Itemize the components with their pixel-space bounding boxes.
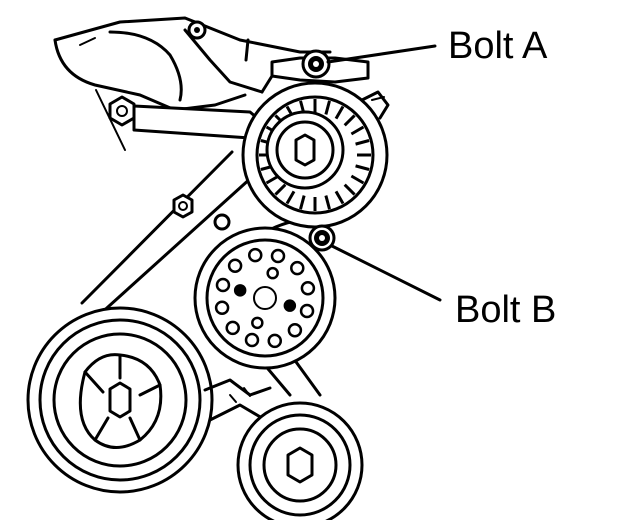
alternator-fin: [324, 100, 331, 115]
alternator-fins: [259, 99, 371, 211]
bolt-b-label: Bolt B: [455, 289, 556, 331]
alternator-fin: [334, 105, 345, 120]
mid-nut: [172, 193, 194, 219]
bolt-b-leader: [330, 244, 442, 302]
pulley-holes: [214, 247, 316, 349]
pulley-hole: [270, 248, 286, 264]
pulley-hole: [227, 258, 243, 273]
pulley-hole: [299, 303, 315, 319]
alternator-fin: [350, 174, 365, 185]
alternator-fin: [343, 183, 356, 196]
alternator-fin: [285, 190, 296, 205]
alternator-fin: [299, 195, 306, 210]
bolt-b-marker: [308, 224, 336, 252]
alternator-fin: [343, 114, 356, 127]
engine-bracket: [53, 16, 332, 151]
pump-pulley: [193, 226, 337, 370]
alternator-fin: [350, 125, 365, 136]
small-nut-2: [213, 213, 231, 231]
pulley-hole: [300, 280, 316, 296]
engine-block: [203, 378, 272, 422]
pulley-hole: [283, 299, 297, 312]
pulley-hole: [266, 266, 279, 280]
pulley-hole: [225, 320, 240, 336]
lower-pulley: [236, 401, 364, 520]
pulley-hole: [233, 284, 247, 297]
pulley-hole: [214, 300, 230, 316]
alternator: [241, 81, 390, 229]
top-bracket-nut: [187, 20, 207, 40]
bolt-a-marker: [301, 49, 331, 79]
alternator-fin: [324, 195, 331, 210]
pulley-hole: [290, 260, 305, 276]
alternator-fin: [274, 183, 287, 196]
pulley-hole: [247, 247, 263, 263]
alternator-fin: [334, 190, 345, 205]
pulley-hole: [215, 277, 231, 293]
pulley-hole: [267, 333, 283, 349]
link-arm: [132, 104, 264, 140]
alternator-fin: [355, 139, 370, 146]
alternator-fin: [355, 164, 370, 171]
pulley-hole: [244, 332, 260, 348]
bolt-a-label: Bolt A: [448, 25, 548, 67]
pulley-hole: [251, 316, 264, 330]
crank-pulley: [26, 306, 214, 494]
pulley-hole: [287, 323, 303, 338]
left-pivot-bolt: [108, 95, 136, 127]
bolt-a-leader: [326, 44, 437, 64]
